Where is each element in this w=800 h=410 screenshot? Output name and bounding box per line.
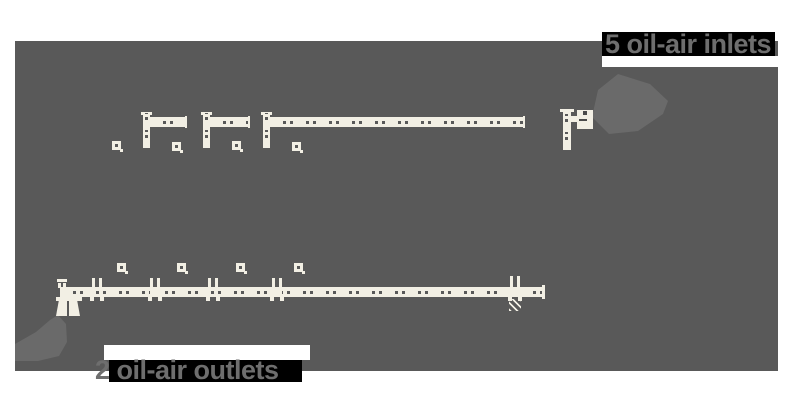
tee-fitting-bar xyxy=(150,278,153,297)
pipe-end-cap xyxy=(248,116,250,128)
tee-fitting-foot xyxy=(90,297,94,301)
nozzle-fitting xyxy=(292,142,303,153)
oil-air-mixer-block xyxy=(577,110,593,129)
pipe-end-cap xyxy=(523,116,525,128)
tee-fitting-bar xyxy=(208,278,211,297)
feed-connector xyxy=(571,116,577,122)
tee-fitting-bar xyxy=(99,278,102,297)
pipe-end-cap xyxy=(185,116,187,128)
inlet-branch-pipe-horizontal xyxy=(210,117,248,127)
tee-fitting-foot xyxy=(100,297,104,301)
tee-fitting-foot xyxy=(206,297,210,301)
tee-fitting-bar xyxy=(272,278,275,297)
outlet-base-leg xyxy=(69,301,80,316)
inlets-label-black-bar xyxy=(602,32,775,56)
inlets-label-white-bar xyxy=(602,56,779,67)
tee-fitting-bar xyxy=(517,276,520,297)
outlet-base-cap xyxy=(56,297,82,301)
nozzle-fitting xyxy=(236,263,247,274)
inlet-branch-pipe-vertical xyxy=(143,113,150,148)
valve-tick xyxy=(63,283,66,288)
inlet-branch-pipe-vertical xyxy=(263,113,270,148)
inlet-branch-pipe-horizontal xyxy=(150,117,185,127)
valve-cap xyxy=(57,279,67,282)
outlets-label: 2 oil-air outlets xyxy=(95,355,279,385)
tee-fitting-foot xyxy=(158,297,162,301)
outlets-label-black-bar xyxy=(109,360,302,382)
nozzle-fitting xyxy=(177,263,188,274)
nozzle-fitting xyxy=(117,263,128,274)
inlet-branch-pipe-vertical xyxy=(203,113,210,148)
nozzle-fitting xyxy=(232,141,243,152)
outlet-base-leg xyxy=(56,301,67,316)
tee-fitting-foot xyxy=(270,297,274,301)
tee-fitting-foot xyxy=(216,297,220,301)
inlet-branch-pipe-horizontal xyxy=(270,117,523,127)
nozzle-fitting xyxy=(112,141,123,152)
inlets-label: 5 oil-air inlets xyxy=(605,29,772,59)
tee-fitting-bar xyxy=(215,278,218,297)
drain-hatch-block xyxy=(509,299,521,311)
outlets-label-white-bar xyxy=(104,345,310,360)
tee-fitting-bar xyxy=(510,276,513,297)
nozzle-fitting xyxy=(172,142,183,153)
nozzle-fitting xyxy=(294,263,305,274)
feed-pipe-vertical xyxy=(563,110,571,150)
valve-tick xyxy=(58,283,61,288)
tee-fitting-bar xyxy=(92,278,95,297)
tee-fitting-bar xyxy=(157,278,160,297)
tee-fitting-bar xyxy=(279,278,282,297)
tee-fitting-foot xyxy=(148,297,152,301)
pipe-end-cap xyxy=(542,285,545,299)
outlet-main-pipe xyxy=(60,287,543,297)
tee-fitting-foot xyxy=(280,297,284,301)
